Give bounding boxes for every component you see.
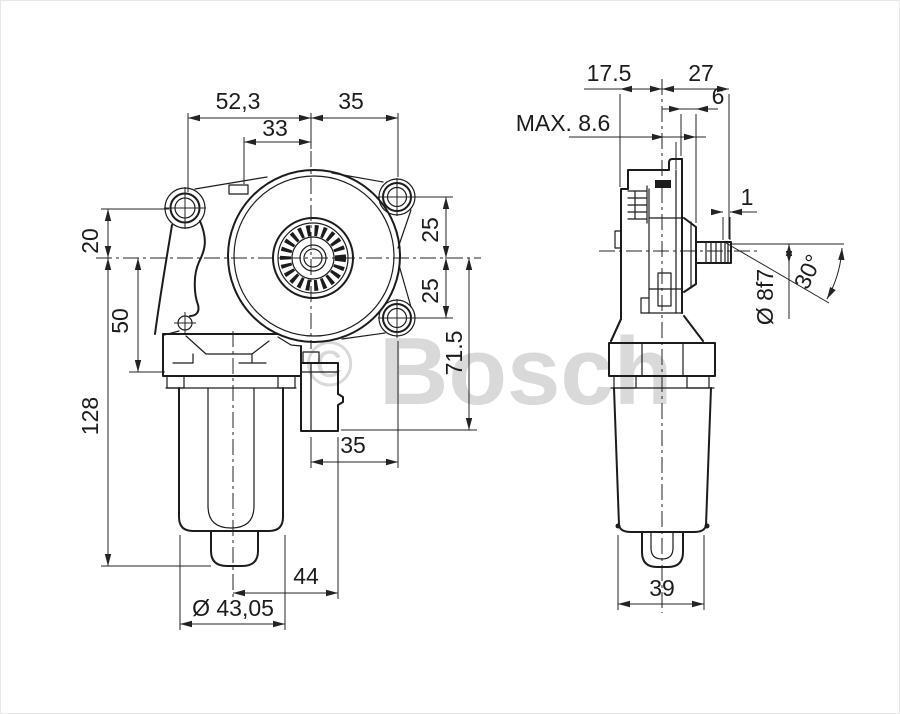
bolt-top-left [164,187,206,229]
dim-side-boss-depth: 6 [712,83,725,109]
front-connector [300,351,344,432]
side-motor-body [608,342,716,568]
dim-side-depth-rear: 17.5 [587,60,632,86]
dim-front-connector-width: 44 [293,563,319,589]
dim-side-groove-width: 1 [741,184,754,210]
bearing-tooth-ring [280,225,346,291]
dim-front-center-to-flange: 50 [107,308,133,334]
dim-front-width-left: 52,3 [216,88,261,114]
dim-front-width-right: 35 [338,88,364,114]
side-view: 17.5 27 6 MAX. 8.6 1 30° Ø [516,60,845,613]
dim-front-hole-offset-lower: 25 [417,278,443,304]
front-gear-housing [154,169,412,343]
front-output-bearing [272,217,354,299]
dim-front-hole-offset-top: 20 [77,228,103,254]
side-gearbox [610,158,704,342]
dim-front-center-to-connector-bottom: 71.5 [441,331,467,376]
dim-front-width-inner: 33 [262,115,288,141]
dim-front-hole-offset-upper: 25 [417,217,443,243]
dim-side-motor-width: 39 [649,575,675,601]
dim-front-bottom-width: 35 [340,432,366,458]
watermark-brand-text: Bosch [379,318,672,425]
dim-side-shaft-angle: 30° [789,250,827,293]
front-dimensions: 52,3 35 33 20 50 128 25 25 71.5 35 [77,88,477,630]
dim-front-center-to-bottom: 128 [77,397,103,435]
hole-bottom-left [174,312,196,334]
side-centerlines [599,79,758,613]
front-view: 52,3 35 33 20 50 128 25 25 71.5 35 [77,88,481,630]
bosch-watermark: © Bosch [306,318,672,425]
side-output-shaft [683,217,732,293]
front-motor-body [162,333,302,567]
retaining-clip [655,180,671,188]
dim-side-shaft-diameter: Ø 8f7 [752,269,778,325]
dim-side-max-depth: MAX. 8.6 [516,110,611,136]
dim-front-motor-diameter: Ø 43,05 [192,595,274,621]
dim-side-depth-front: 27 [688,60,714,86]
